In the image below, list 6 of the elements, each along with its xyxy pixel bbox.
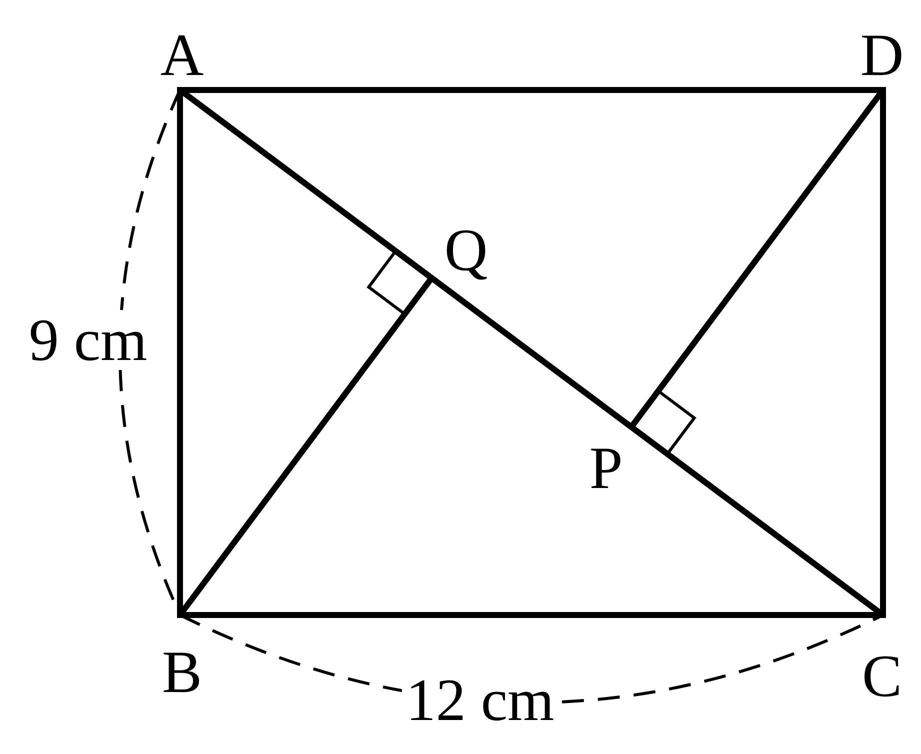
point-label: P <box>588 438 624 498</box>
point-label: A <box>159 25 205 85</box>
point-label: D <box>859 25 905 85</box>
point-label: C <box>860 646 904 706</box>
point-label: Q <box>443 220 489 280</box>
point-label: B <box>160 642 204 702</box>
